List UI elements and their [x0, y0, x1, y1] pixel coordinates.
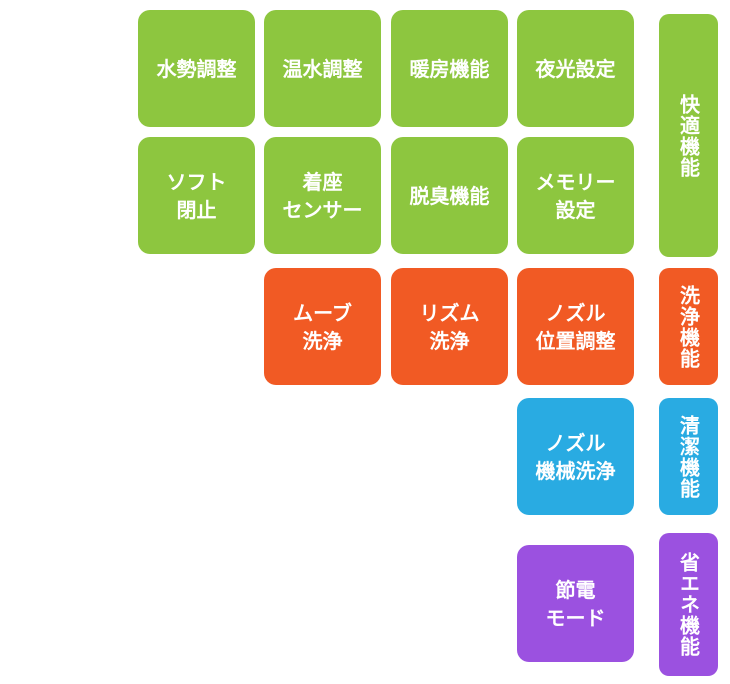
tile-deodorize: 脱臭機能 [391, 137, 508, 254]
tile-label: 着座 [302, 169, 343, 194]
tile-memory-setting: メモリー 設定 [517, 137, 634, 254]
tile-nozzle-cleaning: ノズル 機械洗浄 [517, 398, 634, 515]
tile-water-pressure: 水勢調整 [138, 10, 255, 127]
tile-nozzle-position: ノズル 位置調整 [517, 268, 634, 385]
tile-seat-sensor: 着座 センサー [264, 137, 381, 254]
category-comfort: 快適機能 [659, 14, 718, 257]
tile-label: リズム [419, 300, 480, 325]
tile-night-light: 夜光設定 [517, 10, 634, 127]
tile-label: 機械洗浄 [535, 458, 616, 483]
tile-soft-close: ソフト 閉止 [138, 137, 255, 254]
tile-label: ノズル [545, 430, 606, 455]
category-label: 洗浄機能 [676, 284, 701, 369]
tile-label: 洗浄 [302, 328, 343, 353]
tile-label: 位置調整 [535, 328, 616, 353]
tile-label: 脱臭機能 [409, 183, 490, 208]
tile-label: 夜光設定 [535, 56, 616, 81]
category-label: 快適機能 [676, 93, 701, 178]
tile-label: 水勢調整 [156, 56, 237, 81]
tile-label: 洗浄 [429, 328, 470, 353]
tile-label: メモリー [535, 169, 616, 194]
tile-label: 閉止 [176, 197, 217, 222]
tile-label: モード [545, 605, 606, 630]
tile-label: センサー [282, 197, 363, 222]
tile-seat-heating: 暖房機能 [391, 10, 508, 127]
tile-label: ソフト [166, 169, 227, 194]
tile-rhythm-wash: リズム 洗浄 [391, 268, 508, 385]
category-hygiene: 清潔機能 [659, 398, 718, 515]
category-label: 省エネ機能 [676, 552, 701, 657]
category-cleaning: 洗浄機能 [659, 268, 718, 385]
tile-label: 温水調整 [282, 56, 363, 81]
tile-move-wash: ムーブ 洗浄 [264, 268, 381, 385]
category-eco: 省エネ機能 [659, 533, 718, 676]
tile-label: 暖房機能 [409, 56, 490, 81]
tile-label: ノズル [545, 300, 606, 325]
tile-label: 設定 [555, 197, 596, 222]
category-label: 清潔機能 [676, 414, 701, 499]
tile-label: 節電 [555, 577, 596, 602]
tile-water-temperature: 温水調整 [264, 10, 381, 127]
tile-power-save: 節電 モード [517, 545, 634, 662]
tile-label: ムーブ [293, 300, 352, 325]
